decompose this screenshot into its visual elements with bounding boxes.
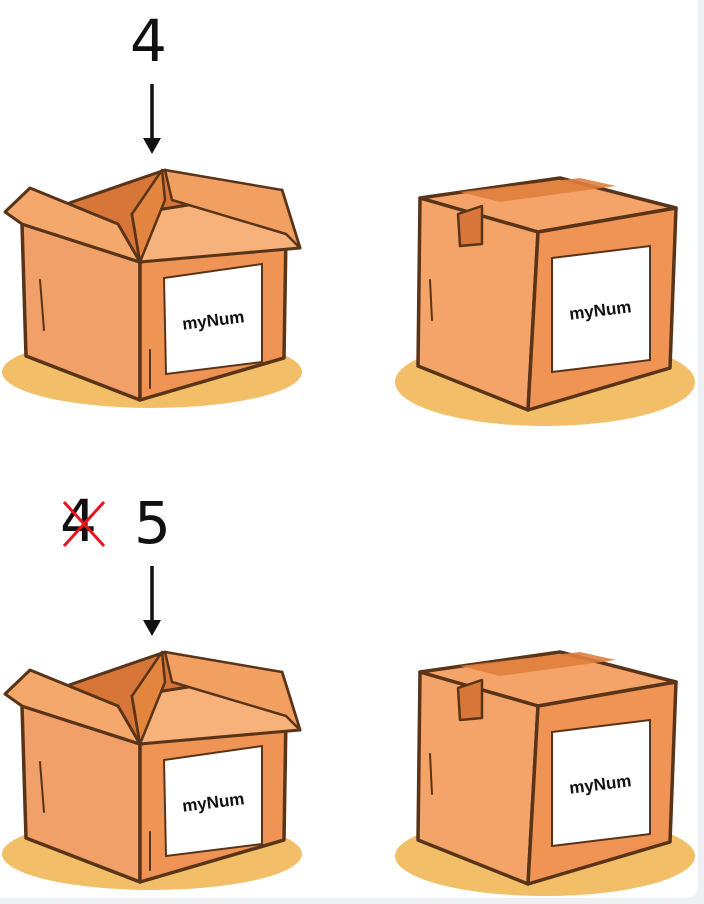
row2-open-box: myNum bbox=[2, 650, 302, 890]
row2-old-value: 4 bbox=[60, 487, 97, 555]
row1-open-box-label-card bbox=[162, 262, 263, 376]
row2-new-value: 5 bbox=[134, 489, 171, 557]
row2-open-box-label-card bbox=[162, 744, 263, 858]
row1-value: 4 bbox=[130, 7, 167, 75]
row2-closed-box-label-card bbox=[551, 718, 651, 848]
row1-arrow-down bbox=[143, 84, 161, 154]
row1-open-box: myNum bbox=[2, 168, 302, 408]
row2-arrow-down bbox=[143, 566, 161, 636]
strike-x-icon bbox=[62, 500, 106, 548]
row1-closed-box: myNum bbox=[395, 176, 695, 426]
row2-closed-box: myNum bbox=[395, 650, 695, 896]
row1-closed-box-label-card bbox=[551, 244, 651, 374]
row2-old-value-struck: 4 bbox=[60, 492, 110, 556]
